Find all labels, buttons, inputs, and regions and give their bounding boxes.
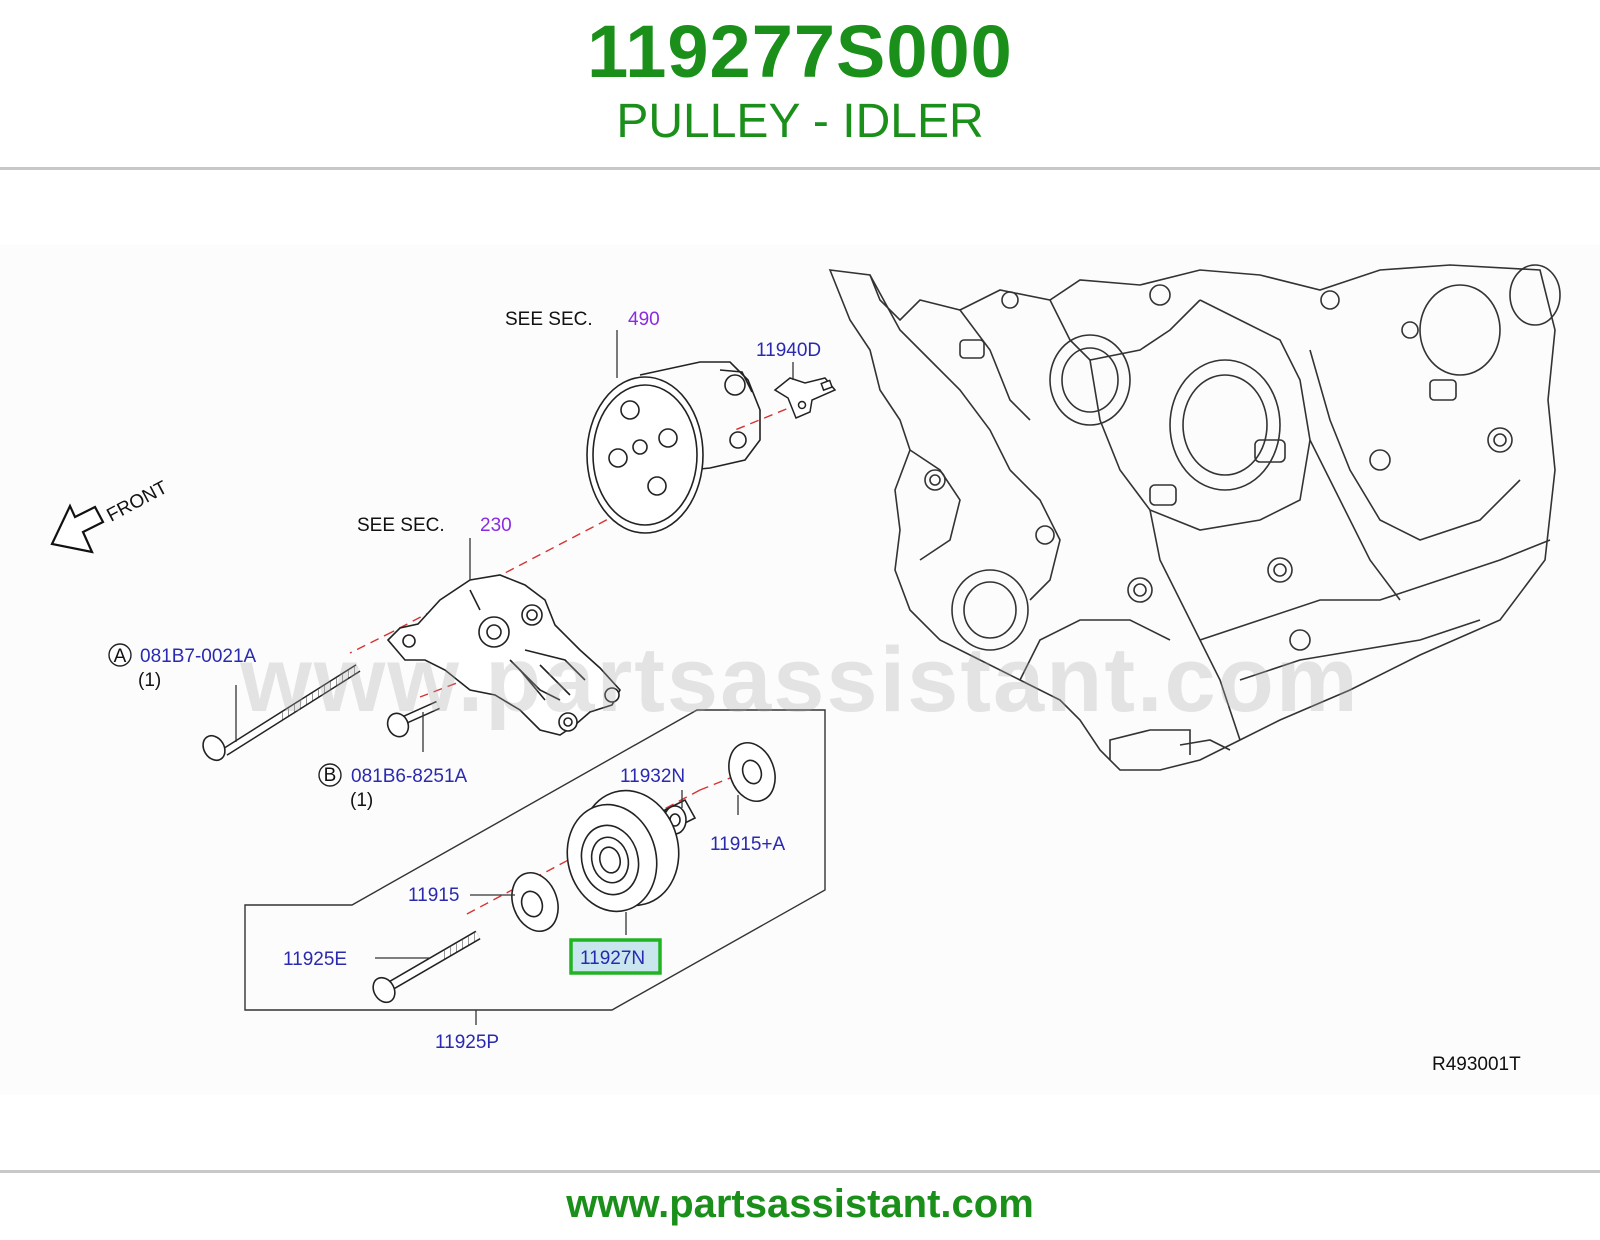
- see-sec-490-prefix: SEE SEC.: [505, 309, 593, 330]
- bracket-11940D-illustration: [773, 377, 837, 419]
- idler-assembly-outline: [244, 709, 826, 1011]
- part-name-subtitle: PULLEY - IDLER: [616, 95, 984, 148]
- circle-marker-b: [318, 763, 342, 787]
- engine-block-illustration: [828, 264, 1561, 771]
- part-number-title: 119277S000: [587, 10, 1013, 93]
- see-section-490-label: SEE SEC. 490: [505, 309, 660, 330]
- callout-leader-lines: [235, 330, 794, 1025]
- idler-pulley-11927N-illustration: [566, 789, 680, 913]
- callout-11927N-highlighted[interactable]: 11927N: [580, 948, 645, 969]
- mounting-bracket-illustration: [386, 574, 621, 736]
- callout-11925P[interactable]: 11925P: [435, 1032, 499, 1053]
- callout-11915[interactable]: 11915: [408, 885, 459, 906]
- callout-11932N[interactable]: 11932N: [620, 766, 685, 787]
- header-divider: [0, 167, 1600, 170]
- callout-081B7-0021A[interactable]: 081B7-0021A: [140, 646, 257, 667]
- bolt-081B6-8251A-illustration: [386, 700, 440, 738]
- highlighted-part-box: [569, 938, 662, 975]
- see-sec-230-prefix: SEE SEC.: [357, 515, 445, 536]
- parts-diagram: FRONT: [0, 245, 1600, 1095]
- front-direction-arrow: FRONT: [50, 477, 171, 554]
- quantity-b: (1): [350, 790, 373, 811]
- parts-diagram-drawing: FRONT: [50, 264, 1561, 1075]
- callout-11925E[interactable]: 11925E: [283, 949, 347, 970]
- footer-website-link[interactable]: www.partsassistant.com: [566, 1182, 1034, 1226]
- see-sec-490-number[interactable]: 490: [628, 309, 660, 330]
- circle-marker-b-letter: B: [324, 765, 337, 786]
- callout-11940D[interactable]: 11940D: [756, 340, 821, 361]
- footer-divider: [0, 1170, 1600, 1173]
- callout-081B6-8251A[interactable]: 081B6-8251A: [351, 766, 468, 787]
- drawing-reference-code: R493001T: [1432, 1054, 1521, 1075]
- circle-marker-a: [108, 643, 132, 667]
- power-steering-pump-illustration: [586, 361, 761, 534]
- see-sec-230-number[interactable]: 230: [480, 515, 512, 536]
- quantity-a: (1): [138, 670, 161, 691]
- bolt-081B7-0021A-illustration: [202, 664, 361, 762]
- watermark-text: www.partsassistant.com: [240, 629, 1360, 731]
- circle-marker-a-letter: A: [114, 646, 127, 667]
- see-section-230-label: SEE SEC. 230: [357, 515, 512, 536]
- washer-11915A-illustration: [728, 742, 776, 802]
- bolt-11925E-illustration: [372, 930, 481, 1004]
- callout-11915A[interactable]: 11915+A: [710, 834, 786, 855]
- washer-11915-illustration: [511, 872, 559, 932]
- page-header: 119277S000 PULLEY - IDLER: [0, 0, 1600, 170]
- front-label: FRONT: [103, 477, 171, 526]
